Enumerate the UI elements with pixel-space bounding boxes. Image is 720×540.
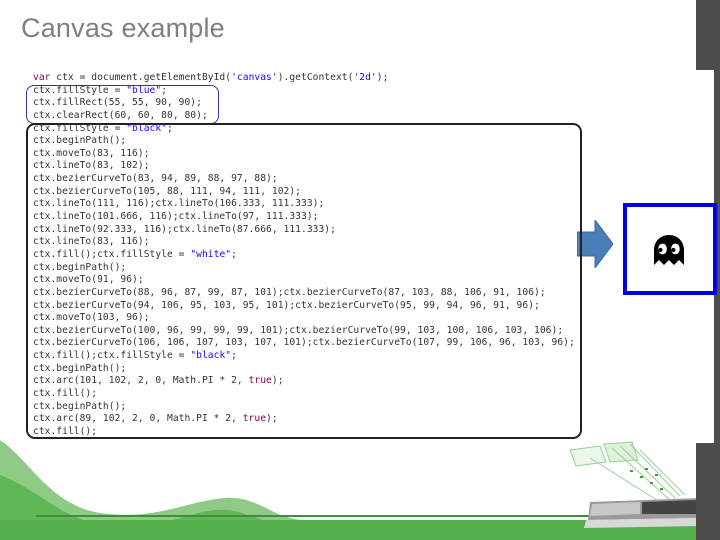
code-line: ctx.lineTo(92.333, 116);ctx.lineTo(87.66…: [33, 223, 336, 235]
code-line: ctx.moveTo(91, 96);: [33, 274, 144, 286]
right-edge-bar-top: [696, 0, 720, 70]
code-line: ctx.moveTo(83, 116);: [33, 147, 150, 159]
code-line: var ctx = document.getElementById('canva…: [33, 72, 389, 83]
code-line: ctx.bezierCurveTo(106, 106, 107, 103, 10…: [33, 337, 575, 349]
code-line: ctx.lineTo(111, 116);ctx.lineTo(106.333,…: [33, 198, 325, 210]
code-line: ctx.lineTo(83, 116);: [33, 236, 150, 248]
highlight-box-black: [26, 123, 582, 439]
canvas-output: [623, 203, 717, 295]
code-line: ctx.fill();: [33, 388, 98, 400]
code-line: ctx.lineTo(101.666, 116);ctx.lineTo(97, …: [33, 211, 319, 223]
right-arrow-icon: [577, 220, 613, 268]
code-line: ctx.beginPath();: [33, 400, 127, 412]
ghost-icon: [654, 235, 684, 265]
code-line: ctx.clearRect(60, 60, 80, 80);: [33, 109, 208, 121]
code-line: ctx.fill();ctx.fillStyle = "black";: [33, 350, 237, 362]
footer-divider: [36, 515, 696, 517]
code-line: ctx.fill();ctx.fillStyle = "white";: [33, 248, 237, 260]
code-line: ctx.fillStyle = "black";: [33, 122, 173, 134]
code-line: ctx.moveTo(103, 96);: [33, 312, 150, 324]
slide-title: Canvas example: [21, 13, 225, 43]
code-line: ctx.bezierCurveTo(83, 94, 89, 88, 97, 88…: [33, 173, 278, 185]
code-line: ctx.lineTo(83, 102);: [33, 160, 150, 172]
code-line: ctx.bezierCurveTo(105, 88, 111, 94, 111,…: [33, 185, 301, 197]
code-line: ctx.beginPath();: [33, 261, 127, 273]
code-line: ctx.fillRect(55, 55, 90, 90);: [33, 97, 202, 109]
code-line: ctx.bezierCurveTo(88, 96, 87, 99, 87, 10…: [33, 286, 546, 298]
right-edge-bar-bottom: [696, 443, 720, 540]
code-line: ctx.bezierCurveTo(100, 96, 99, 99, 99, 1…: [33, 324, 564, 336]
right-edge-bar: [714, 70, 720, 443]
code-line: ctx.beginPath();: [33, 362, 127, 374]
code-line: ctx.bezierCurveTo(94, 106, 95, 103, 95, …: [33, 299, 540, 311]
code-line: ctx.arc(101, 102, 2, 0, Math.PI * 2, tru…: [33, 375, 284, 387]
code-listing: var ctx = document.getElementById('canva…: [33, 72, 575, 439]
code-line: ctx.fillStyle = "blue";: [33, 84, 168, 96]
code-line: ctx.beginPath();: [33, 135, 127, 147]
laptop-illustration: [569, 441, 700, 528]
code-line: ctx.arc(89, 102, 2, 0, Math.PI * 2, true…: [33, 413, 278, 425]
code-line: ctx.fill();: [33, 425, 98, 437]
